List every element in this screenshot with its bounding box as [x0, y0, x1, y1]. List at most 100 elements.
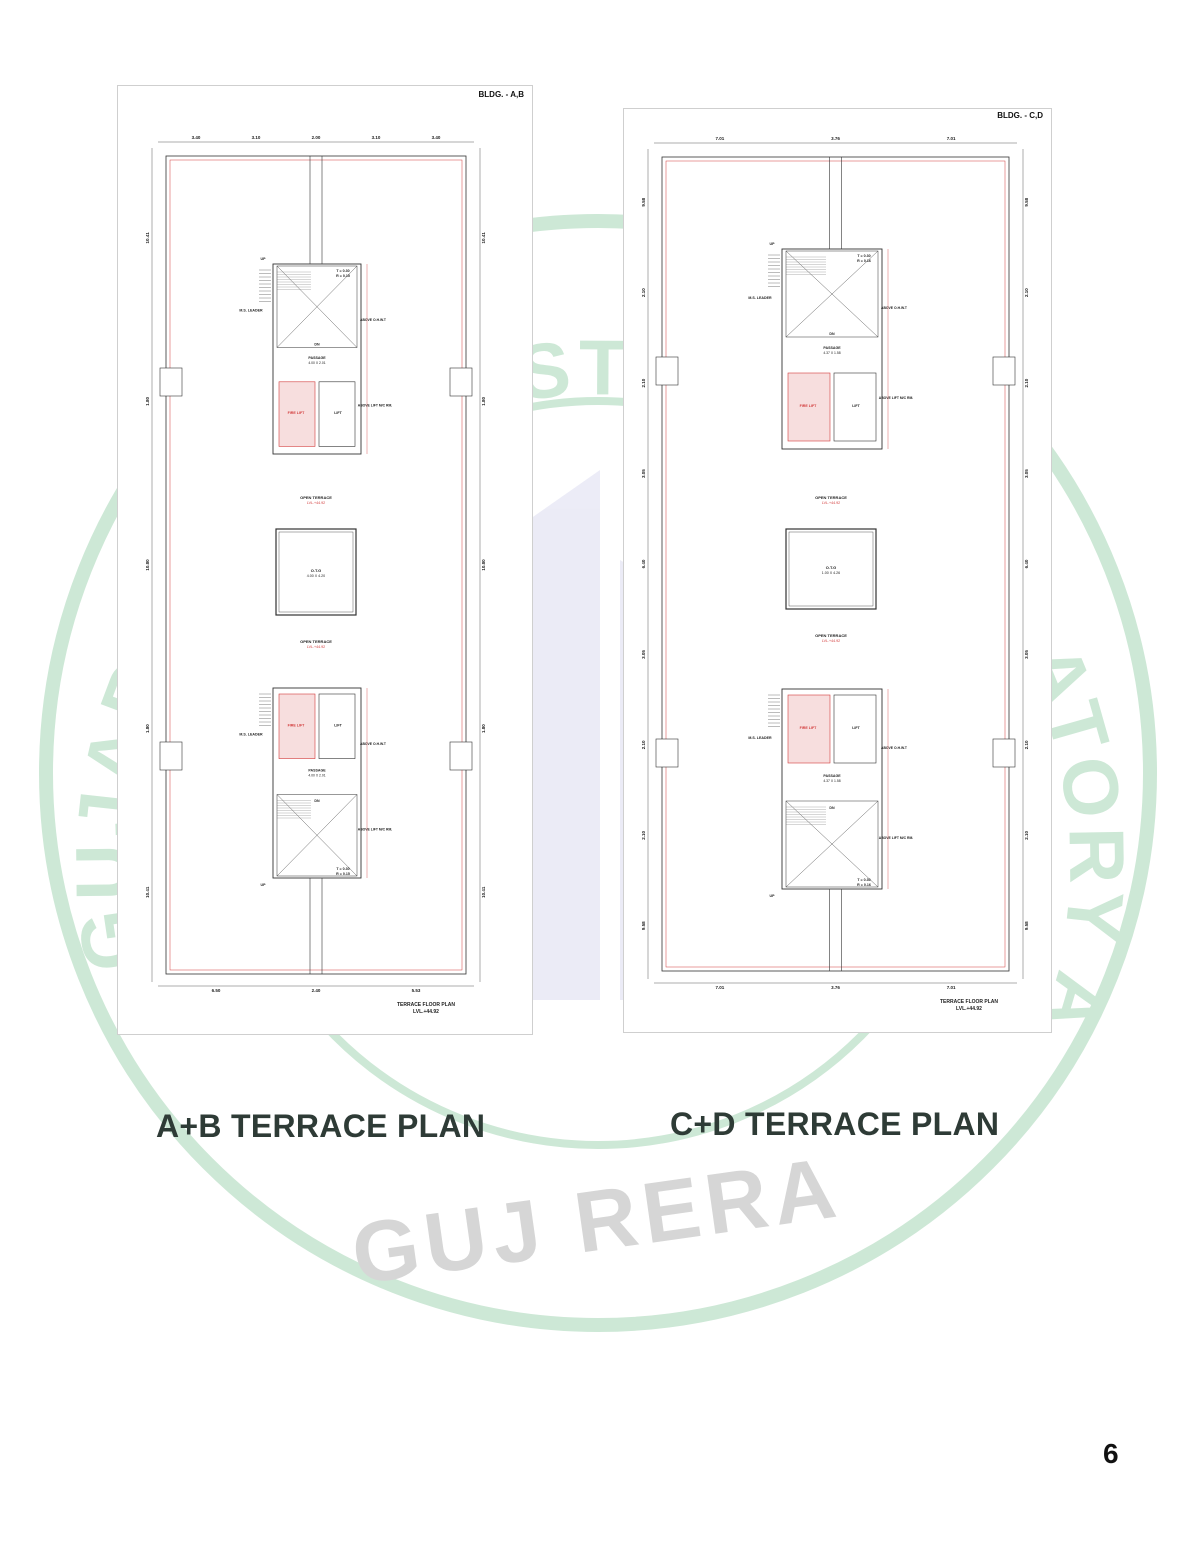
dim-top-label: 2.00 — [312, 135, 321, 140]
otg-size-label: 4.00 X 4.20 — [307, 574, 325, 578]
dim-top-label: 3.76 — [831, 136, 840, 141]
above-ohwt-label: ABOVE O.H.W.T — [360, 318, 387, 322]
lift-label: LIFT — [852, 726, 860, 730]
stair-dn-label: DN — [829, 806, 835, 810]
dim-right-label: 1.80 — [481, 724, 486, 733]
dim-left-label: 9.58 — [641, 197, 646, 206]
dim-top-label: 3.40 — [432, 135, 441, 140]
fire-lift-label: FIRE LIFT — [288, 723, 306, 727]
dim-right-label: 2.10 — [1024, 830, 1029, 839]
dim-left-label: 10.41 — [145, 886, 150, 898]
above-lift-label: ABOVE LIFT M/C RM. — [358, 404, 393, 408]
dim-bottom-label: 5.53 — [412, 988, 421, 993]
title-level: LVL.+44.92 — [956, 1006, 982, 1012]
caption-ab: A+B TERRACE PLAN — [156, 1108, 486, 1144]
stair-cross — [276, 265, 358, 348]
dim-right-label: 9.58 — [1024, 921, 1029, 930]
stair-dn-label: DN — [314, 799, 320, 803]
dim-left-label: 10.41 — [145, 232, 150, 244]
dim-bottom-label: 2.40 — [312, 988, 321, 993]
dim-right-label: 2.10 — [1024, 378, 1029, 387]
core-block — [781, 248, 883, 450]
passage-label: PASSAGE — [308, 356, 326, 360]
dim-left-label: 3.05 — [641, 650, 646, 659]
inner-wall — [665, 160, 1006, 968]
stair-well — [785, 250, 879, 338]
stair-cross — [276, 794, 358, 877]
dim-right-label: 3.05 — [1024, 469, 1029, 478]
dim-right-label: 2.10 — [1024, 740, 1029, 749]
title-label: TERRACE FLOOR PLAN — [940, 999, 998, 1005]
r-value-label: R = 0.16 — [857, 259, 871, 263]
dim-left-label: 2.10 — [641, 378, 646, 387]
fire-lift-label: FIRE LIFT — [288, 411, 306, 415]
wall-notch-right — [449, 741, 473, 771]
t-value-label: T = 0.30 — [336, 867, 349, 871]
inner-wall — [169, 159, 463, 971]
title-label: TERRACE FLOOR PLAN — [397, 1002, 455, 1008]
page-number: 6 — [1103, 1438, 1119, 1469]
dim-left-label: 9.58 — [641, 921, 646, 930]
otg-size-label: 1.00 X 4.26 — [822, 571, 840, 575]
t-value-label: T = 0.30 — [857, 878, 870, 882]
stair-up-label: UP — [261, 883, 267, 887]
dim-right-label: 10.80 — [481, 559, 486, 571]
wall-notch-right — [992, 356, 1016, 386]
open-terrace-label: OPEN TERRACE — [815, 633, 847, 638]
open-terrace-level: LVL.+44.92 — [307, 501, 325, 505]
fire-lift-label: FIRE LIFT — [800, 726, 818, 730]
otg-box — [275, 528, 357, 616]
dim-top-label: 3.10 — [252, 135, 261, 140]
lift-label: LIFT — [334, 723, 342, 727]
t-value-label: T = 0.30 — [857, 254, 870, 258]
otg-inner — [278, 531, 354, 613]
open-terrace-label: OPEN TERRACE — [300, 639, 332, 644]
dim-bottom-label: 7.01 — [715, 985, 724, 990]
dim-left-label: 1.80 — [145, 724, 150, 733]
stair-dn-label: DN — [314, 343, 320, 347]
wall-notch-left — [655, 356, 679, 386]
above-lift-label: ABOVE LIFT M/C RM. — [879, 396, 914, 400]
dim-top-label: 7.01 — [947, 136, 956, 141]
above-lift-label: ABOVE LIFT M/C RM. — [879, 836, 914, 840]
dim-right-label: 6.40 — [1024, 559, 1029, 568]
dim-top-label: 3.10 — [372, 135, 381, 140]
core-block — [272, 263, 362, 455]
caption-cd: C+D TERRACE PLAN — [670, 1106, 1000, 1142]
r-value-label: R = 0.15 — [336, 274, 350, 278]
passage-size: 4.37 X 1.58 — [823, 779, 840, 783]
wall-notch-left — [159, 367, 183, 397]
r-value-label: R = 0.15 — [336, 872, 350, 876]
passage-label: PASSAGE — [823, 774, 841, 778]
dim-right-label: 2.10 — [1024, 288, 1029, 297]
dim-left-label: 1.80 — [145, 397, 150, 406]
lift-shaft — [318, 381, 356, 447]
dim-left-label: 6.40 — [641, 559, 646, 568]
outer-wall — [165, 155, 467, 975]
stair-up-label: UP — [770, 242, 776, 246]
stair-dn-label: DN — [829, 332, 835, 336]
watermark-bottom-text: GUJ RERA — [346, 1139, 847, 1303]
ms-leader-label: M.S. LEADER — [748, 296, 772, 300]
above-lift-label: ABOVE LIFT M/C RM. — [358, 828, 393, 832]
stair-well — [785, 800, 879, 888]
dim-left-label: 2.10 — [641, 740, 646, 749]
passage-label: PASSAGE — [823, 346, 841, 350]
otg-box — [785, 528, 877, 610]
stair-well — [276, 794, 358, 877]
stair-well — [276, 265, 358, 348]
r-value-label: R = 0.16 — [857, 883, 871, 887]
otg-label: O.T.G — [311, 568, 321, 573]
lift-label: LIFT — [852, 404, 860, 408]
open-terrace-level: LVL.+44.92 — [822, 501, 840, 505]
fire-lift-label: FIRE LIFT — [800, 404, 818, 408]
dim-left-label: 3.05 — [641, 469, 646, 478]
ms-leader-label: M.S. LEADER — [239, 733, 263, 737]
dim-left-label: 2.10 — [641, 288, 646, 297]
stair-cross — [785, 800, 879, 888]
wall-notch-right — [449, 367, 473, 397]
dim-bottom-label: 6.50 — [212, 988, 221, 993]
